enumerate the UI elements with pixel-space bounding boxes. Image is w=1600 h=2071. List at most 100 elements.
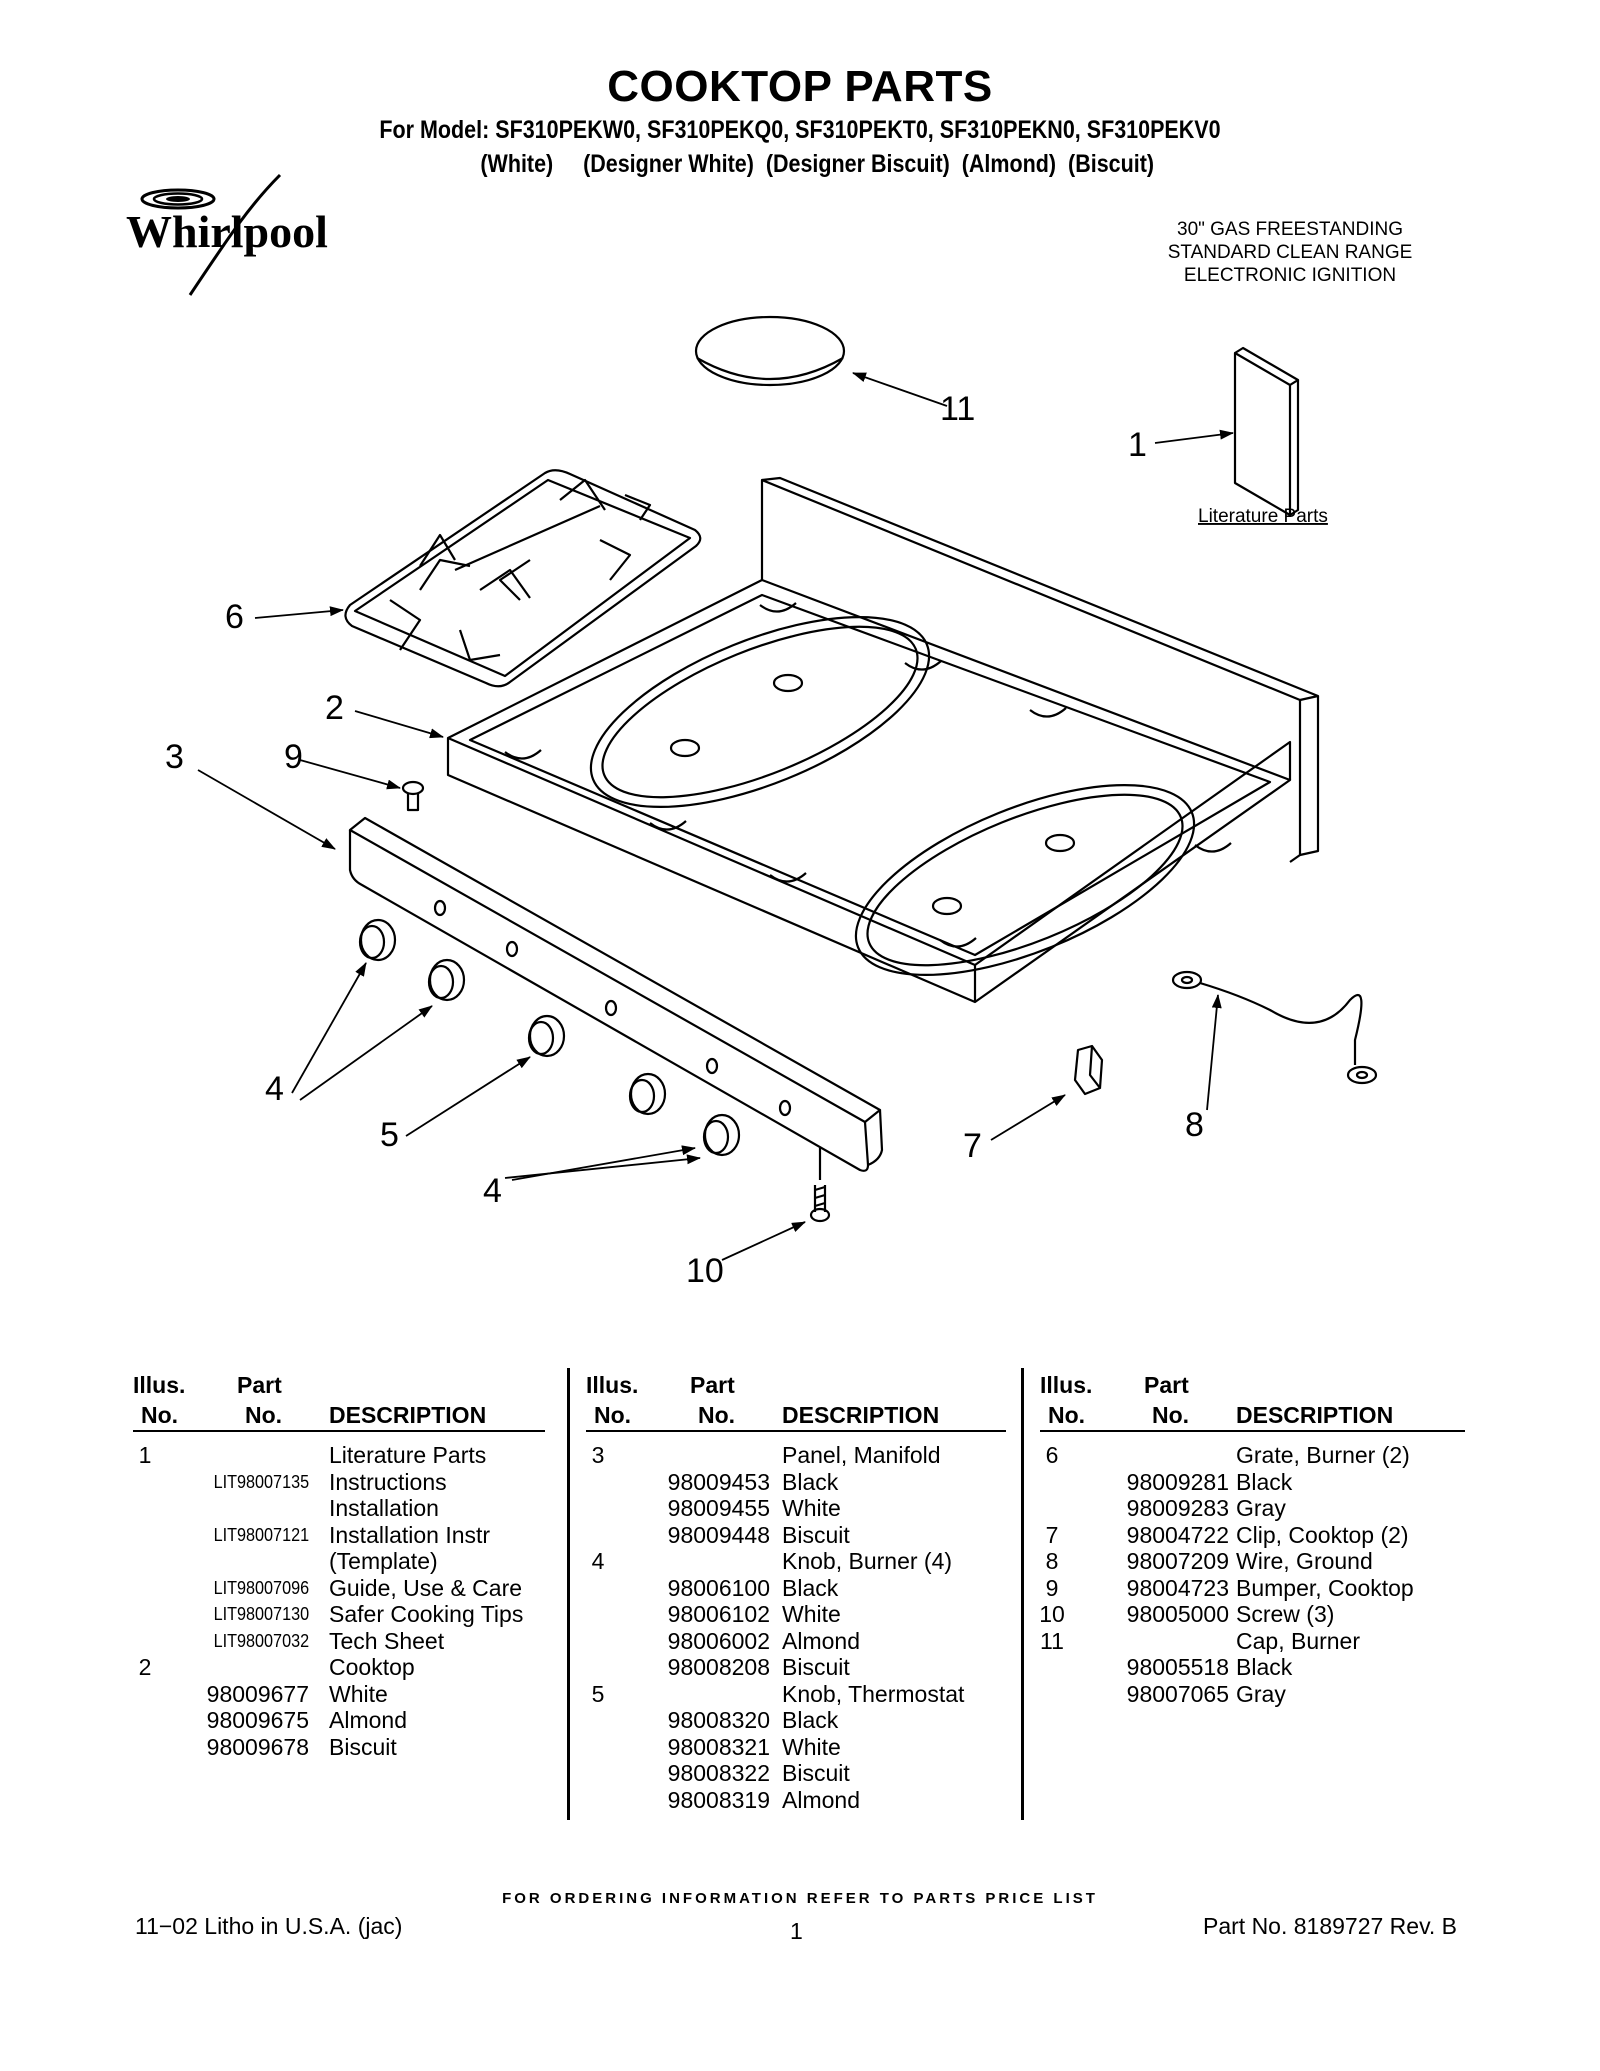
illus-number: 1 — [138, 1442, 152, 1468]
part-description: Almond — [782, 1627, 860, 1654]
header-part-no: No. — [1152, 1402, 1190, 1428]
table-row: 98009448 Biscuit — [586, 1522, 1006, 1549]
burner-knob-part — [358, 918, 741, 1157]
illus-number: 10 — [1039, 1601, 1065, 1627]
part-number: LIT98007121 — [213, 1524, 309, 1545]
illus-number: 11 — [1040, 1627, 1064, 1654]
part-description: Black — [782, 1574, 839, 1601]
part-description: Panel, Manifold — [782, 1442, 941, 1468]
part-description: Black — [1236, 1654, 1293, 1680]
part-description: Biscuit — [782, 1760, 850, 1786]
illus-number: 6 — [1045, 1442, 1059, 1468]
table-row: 2 Cooktop — [133, 1654, 545, 1681]
model-colors: (White) (Designer White) (Designer Biscu… — [480, 150, 1155, 178]
litho-note: 11−02 Litho in U.S.A. (jac) — [135, 1913, 403, 1939]
part-description: Almond — [782, 1786, 860, 1813]
part-description: Guide, Use & Care — [329, 1574, 523, 1601]
callout-2: 2 — [325, 689, 344, 727]
part-description: Gray — [1236, 1680, 1286, 1707]
table-row: LIT98007135 Instructions — [133, 1469, 545, 1496]
table-row: 4 Knob, Burner (4) — [586, 1548, 1006, 1575]
cooktop-clip-part — [1073, 1044, 1104, 1096]
leader-arrows — [197, 372, 1234, 1261]
cooktop-part — [446, 476, 1320, 1004]
part-description: Tech Sheet — [329, 1627, 445, 1654]
part-description: Installation — [329, 1495, 439, 1521]
part-description: White — [782, 1733, 841, 1760]
part-description: White — [782, 1495, 841, 1521]
spec-line: ELECTRONIC IGNITION — [1183, 265, 1397, 286]
table-row: 3 Panel, Manifold — [586, 1442, 1006, 1469]
spec-line: STANDARD CLEAN RANGE — [1167, 242, 1413, 263]
illus-number: 4 — [591, 1548, 605, 1574]
part-number: 98006102 — [667, 1601, 770, 1627]
header-part-no: No. — [698, 1402, 736, 1428]
literature-parts-label: Literature Parts — [1198, 506, 1328, 527]
table-row: 98006102 White — [586, 1601, 1006, 1628]
table-row: 98009675 Almond — [133, 1707, 545, 1734]
part-number: 98009453 — [667, 1468, 770, 1495]
part-number: 98009281 — [1126, 1468, 1229, 1495]
part-number: 98006100 — [667, 1574, 770, 1601]
illus-number: 8 — [1045, 1548, 1059, 1574]
part-description: Instructions — [329, 1468, 447, 1495]
illus-number: 3 — [591, 1442, 605, 1468]
part-number: 98005000 — [1126, 1601, 1229, 1627]
part-description: Knob, Thermostat — [782, 1680, 965, 1707]
header-part: Part — [690, 1372, 735, 1398]
part-number: 98009448 — [667, 1521, 770, 1548]
part-description: Almond — [329, 1707, 407, 1733]
table-row: LIT98007121 Installation Instr — [133, 1522, 545, 1549]
table-row: 98006100 Black — [586, 1575, 1006, 1602]
part-number: 98004723 — [1126, 1574, 1229, 1601]
callout-11: 11 — [940, 390, 975, 428]
part-description: Bumper, Cooktop — [1236, 1574, 1414, 1601]
callout-4: 4 — [483, 1172, 502, 1210]
part-description: Installation Instr — [329, 1521, 491, 1548]
exploded-parts-diagram: 1 2 3 4 4 5 6 7 8 9 10 11 Literature Par… — [165, 315, 1378, 1290]
table-header: Illus. No. Part No. DESCRIPTION — [133, 1370, 545, 1432]
part-number: 98004722 — [1126, 1521, 1229, 1548]
whirlpool-logo: Whirlpool — [126, 173, 328, 296]
part-description: Biscuit — [782, 1521, 850, 1548]
part-description: White — [782, 1601, 841, 1627]
header-illus-no: No. — [1048, 1402, 1086, 1428]
part-description: White — [329, 1680, 388, 1707]
part-number: 98007209 — [1126, 1548, 1229, 1574]
part-description: Knob, Burner (4) — [782, 1548, 953, 1574]
part-description: Wire, Ground — [1236, 1548, 1373, 1574]
part-description: Cooktop — [329, 1654, 415, 1680]
header-illus: Illus. — [1040, 1372, 1093, 1398]
table-row: 8 98007209 Wire, Ground — [1040, 1548, 1465, 1575]
part-number: 98009455 — [667, 1495, 770, 1521]
part-number: LIT98007135 — [213, 1471, 309, 1492]
part-number: 98009675 — [206, 1707, 309, 1733]
part-description: (Template) — [329, 1548, 438, 1574]
document-part-number: Part No. 8189727 Rev. B — [1203, 1913, 1457, 1939]
illus-number: 2 — [138, 1654, 152, 1680]
callout-7: 7 — [963, 1127, 982, 1165]
callout-1: 1 — [1128, 426, 1147, 464]
header-part: Part — [1144, 1372, 1189, 1398]
part-number: 98008322 — [667, 1760, 770, 1786]
table-row: 98008322 Biscuit — [586, 1760, 1006, 1787]
callout-9: 9 — [284, 738, 303, 776]
manifold-panel-part — [348, 816, 884, 1172]
part-number: 98008320 — [667, 1707, 770, 1733]
header-illus-no: No. — [141, 1402, 179, 1428]
